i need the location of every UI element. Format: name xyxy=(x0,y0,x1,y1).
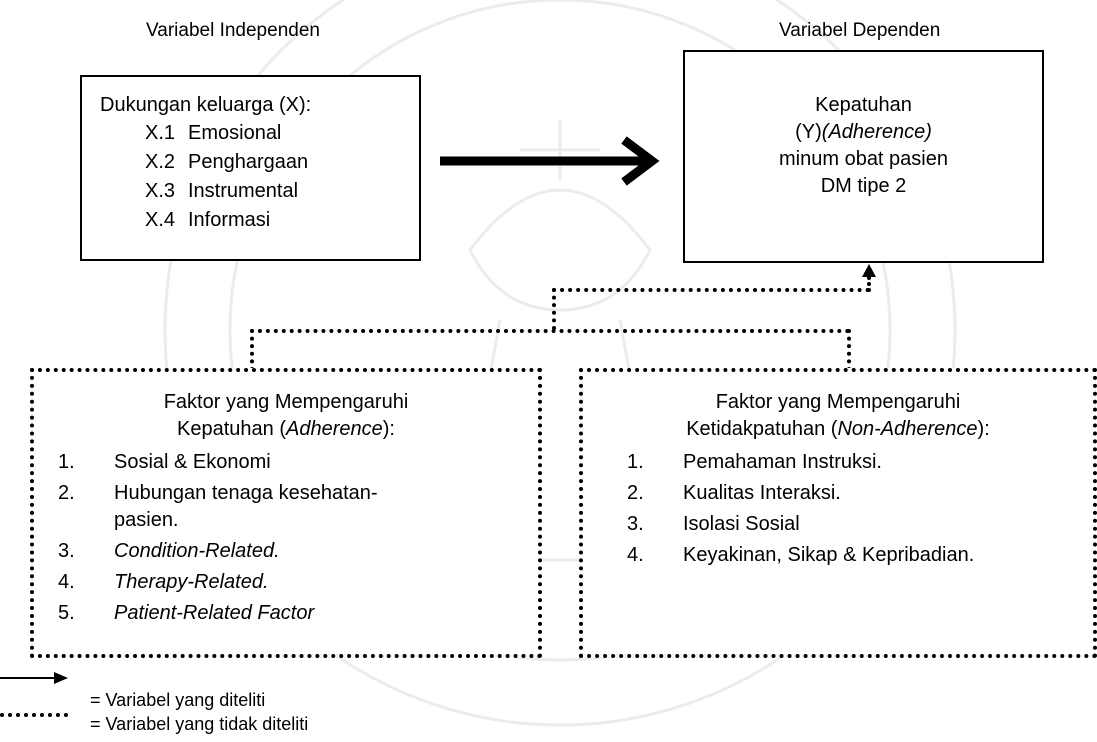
list-item: 2.Kualitas Interaksi. xyxy=(627,482,841,504)
dependent-variable-box: Kepatuhan (Y)(Adherence) minum obat pasi… xyxy=(683,50,1044,263)
legend-solid-label: = Variabel yang diteliti xyxy=(90,690,266,710)
dependent-line-1: Kepatuhan xyxy=(815,94,912,116)
dependent-header: Variabel Dependen xyxy=(779,20,941,41)
independent-box-title: Dukungan keluarga (X): xyxy=(100,94,312,116)
list-item: 2.Hubungan tenaga kesehatan-pasien. xyxy=(58,482,378,531)
dotted-connector xyxy=(867,276,871,292)
non-adherence-title-line-1: Faktor yang Mempengaruhi xyxy=(715,391,961,413)
dependent-line-3: minum obat pasien xyxy=(779,148,948,170)
dotted-connector xyxy=(250,329,850,333)
non-adherence-title-line-2: Ketidakpatuhan (Non-Adherence): xyxy=(686,418,990,440)
adherence-factors-box: Faktor yang Mempengaruhi Kepatuhan (Adhe… xyxy=(30,368,542,658)
legend-dotted-line xyxy=(0,713,68,717)
list-item: 5.Patient-Related Factor xyxy=(58,602,315,624)
dotted-connector xyxy=(250,329,254,371)
adherence-title-line-2: Kepatuhan (Adherence): xyxy=(177,418,395,440)
independent-header: Variabel Independen xyxy=(146,20,320,41)
dependent-line-2: (Y)(Adherence) xyxy=(795,121,932,143)
list-item: 1.Sosial & Ekonomi xyxy=(58,451,271,473)
dotted-connector xyxy=(552,288,870,292)
dotted-connector xyxy=(552,288,556,330)
list-item: 3.Isolasi Sosial xyxy=(627,513,800,535)
dotted-connector xyxy=(847,329,851,371)
adherence-title-line-1: Faktor yang Mempengaruhi xyxy=(163,391,409,413)
non-adherence-factors-box: Faktor yang Mempengaruhi Ketidakpatuhan … xyxy=(579,368,1097,658)
non-adherence-factor-list: 1.Pemahaman Instruksi. 2.Kualitas Intera… xyxy=(583,449,1093,569)
list-item: 4.Keyakinan, Sikap & Kepribadian. xyxy=(627,544,975,566)
adherence-factor-list: 1.Sosial & Ekonomi 2.Hubungan tenaga kes… xyxy=(34,449,538,627)
solid-arrow xyxy=(440,136,660,186)
dependent-line-4: DM tipe 2 xyxy=(820,175,907,197)
list-item: 3.Condition-Related. xyxy=(58,540,280,562)
legend-dotted-label: = Variabel yang tidak diteliti xyxy=(90,714,309,734)
list-item: 1.Pemahaman Instruksi. xyxy=(627,451,882,473)
legend-solid-arrow xyxy=(0,672,68,684)
dotted-arrowhead xyxy=(862,264,876,277)
list-item: 4.Therapy-Related. xyxy=(58,571,269,593)
